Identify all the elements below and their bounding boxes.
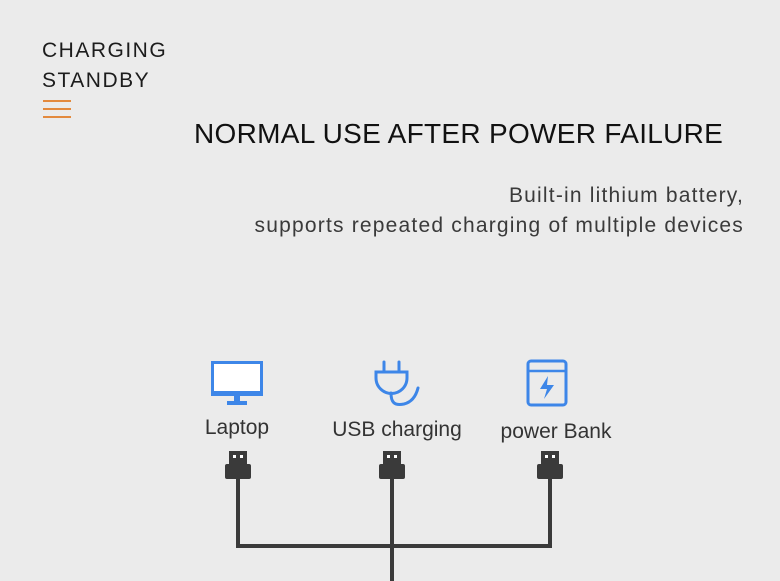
headline: NORMAL USE AFTER POWER FAILURE xyxy=(194,118,724,149)
device-usb-charging: USB charging xyxy=(332,418,462,442)
usb-connector-usb-charging xyxy=(379,451,405,479)
section-tag: CHARGING STANDBY xyxy=(42,36,167,96)
section-tag-line-2: STANDBY xyxy=(42,69,151,92)
description-line-2: supports repeated charging of multiple d… xyxy=(254,214,744,237)
description: Built-in lithium battery, supports repea… xyxy=(255,181,744,241)
section-tag-line-1: CHARGING xyxy=(42,39,168,62)
hamburger-menu-icon[interactable] xyxy=(43,100,71,120)
device-laptop: Laptop xyxy=(205,416,269,440)
device-power-bank: power Bank xyxy=(501,420,612,444)
monitor-icon xyxy=(211,361,263,405)
description-line-1: Built-in lithium battery, xyxy=(508,184,744,207)
cable-lines xyxy=(236,479,552,581)
plug-icon xyxy=(374,360,420,406)
device-label-power-bank: power Bank xyxy=(500,420,612,443)
usb-connector-power-bank xyxy=(537,451,563,479)
device-label-laptop: Laptop xyxy=(204,416,270,439)
power-bank-icon xyxy=(526,359,568,407)
device-label-usb-charging: USB charging xyxy=(332,418,462,441)
usb-connector-laptop xyxy=(225,451,251,479)
